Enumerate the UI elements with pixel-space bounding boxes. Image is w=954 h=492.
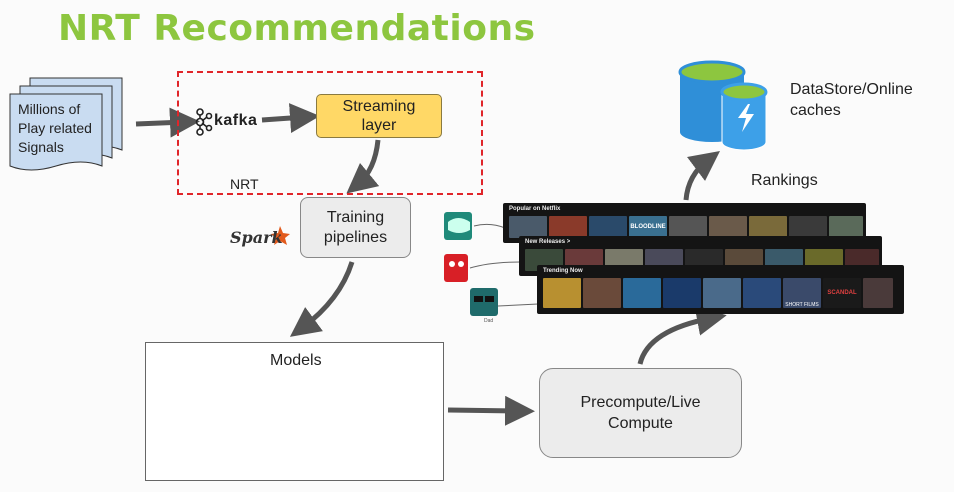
ranking-row-3: Trending Now SHORT FILMS SCANDAL [537, 265, 904, 314]
spark-star-icon [271, 226, 290, 245]
datastore-line-2: caches [790, 102, 841, 119]
models-label: Models [270, 352, 322, 369]
signals-line-2: Play related [18, 120, 92, 136]
arrow-rankings-datastore [683, 150, 720, 201]
training-pipelines-node: Training pipelines [300, 197, 411, 258]
precompute-node: Precompute/Live Compute [539, 368, 742, 458]
compute-line-2: Compute [608, 415, 673, 432]
arrow-models-compute [447, 395, 535, 426]
datastore-label: DataStore/Online caches [790, 79, 913, 121]
signals-documents [9, 77, 123, 171]
kafka-logo-icon [195, 108, 213, 136]
arrow-kafka-streaming [261, 103, 320, 134]
arrow-training-models [289, 261, 355, 337]
signals-line-3: Signals [18, 139, 64, 155]
database-icon [678, 60, 768, 151]
models-node [145, 342, 444, 481]
datastore-line-1: DataStore/Online [790, 81, 913, 98]
tile-short-films: SHORT FILMS [783, 278, 821, 308]
signals-line-1: Millions of [18, 101, 81, 117]
nrt-label: NRT [230, 176, 259, 192]
streaming-line-2: layer [361, 117, 397, 134]
training-line-1: Training [326, 208, 385, 226]
row-header: Popular on Netflix [509, 206, 561, 212]
row-header: New Releases > [525, 239, 571, 245]
nrt-region [177, 71, 483, 195]
profile-icon-dad [470, 288, 498, 316]
profile-icon-2 [444, 254, 468, 282]
kafka-label: kafka [214, 112, 258, 129]
compute-line-1: Precompute/Live [580, 394, 701, 411]
row-header: Trending Now [543, 268, 583, 274]
tile-scandal: SCANDAL [823, 278, 861, 308]
page-title: NRT Recommendations [58, 8, 536, 49]
profile-icon-1 [444, 212, 472, 240]
signals-label: Millions of Play related Signals [18, 100, 118, 157]
arrow-signals-kafka [135, 107, 200, 138]
streaming-layer-node: Streaming layer [316, 94, 442, 138]
tile-bloodline: BLOODLINE [629, 216, 667, 238]
arrow-compute-rankings [637, 306, 727, 365]
spark-label: Spark [230, 228, 283, 247]
rankings-label: Rankings [751, 172, 818, 189]
streaming-line-1: Streaming [342, 98, 416, 115]
profile-dad-label: Dad [484, 318, 494, 324]
arrow-streaming-training [346, 139, 381, 194]
training-line-2: pipelines [323, 228, 388, 246]
